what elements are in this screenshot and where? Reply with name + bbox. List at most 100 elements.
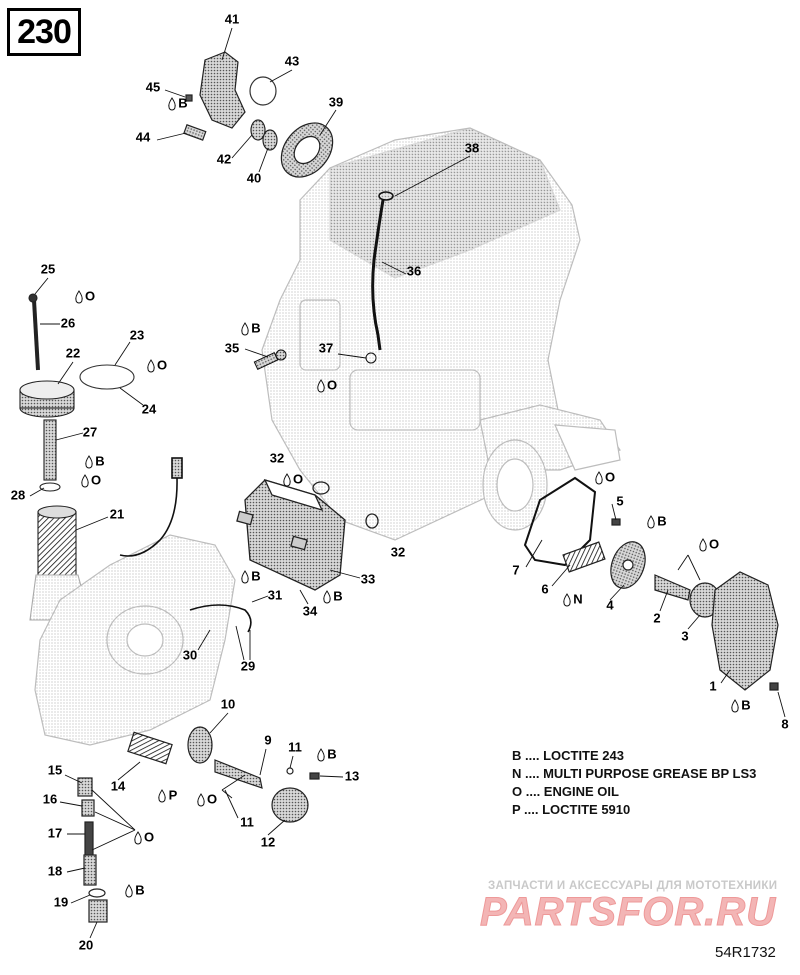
document-code: 54R1732: [715, 944, 776, 961]
droplet-icon: [134, 831, 142, 845]
svg-text:B: B: [333, 588, 342, 603]
leader-lines: [29, 27, 786, 939]
callout-31: 31: [268, 587, 282, 602]
callout-25: 25: [41, 261, 55, 276]
callout-42: 42: [217, 151, 231, 166]
callout-40: 40: [247, 170, 261, 185]
material-symbol-O: O: [317, 377, 337, 393]
watermark-logo: PARTSFOR.RU: [479, 890, 777, 935]
callout-33: 33: [361, 571, 375, 586]
svg-text:O: O: [157, 357, 167, 372]
callout-23: 23: [130, 327, 144, 342]
callout-39: 39: [329, 94, 343, 109]
callout-24: 24: [142, 401, 157, 416]
material-symbol-O: O: [81, 472, 101, 488]
droplet-icon: [158, 789, 166, 803]
droplet-icon: [241, 322, 249, 336]
droplet-icon: [81, 474, 89, 488]
droplet-icon: [168, 97, 176, 111]
oil-filter-stack: [19, 293, 135, 621]
sensor-cable: [119, 457, 252, 633]
callout-32: 32: [391, 544, 405, 559]
svg-text:N: N: [573, 591, 582, 606]
callout-6: 6: [541, 581, 548, 596]
callout-34: 34: [303, 603, 318, 618]
callout-8: 8: [781, 716, 788, 731]
material-legend: B .... LOCTITE 243 N .... MULTI PURPOSE …: [512, 747, 756, 819]
watermark-tagline: ЗАПЧАСТИ И АКСЕССУАРЫ ДЛЯ МОТОТЕХНИКИ: [488, 880, 778, 892]
svg-text:O: O: [144, 829, 154, 844]
oil-cooler: [236, 478, 379, 591]
callout-43: 43: [285, 53, 299, 68]
material-symbol-P: P: [158, 787, 178, 803]
page-number: 230: [7, 8, 81, 56]
callout-41: 41: [225, 11, 239, 26]
callout-28: 28: [11, 487, 25, 502]
material-symbol-O: O: [595, 469, 615, 484]
material-symbol-B: B: [323, 588, 343, 604]
callout-21: 21: [110, 506, 124, 521]
material-symbol-O: O: [699, 536, 719, 551]
callout-4: 4: [606, 597, 614, 612]
engine-block: [261, 127, 621, 541]
svg-text:O: O: [207, 791, 217, 806]
droplet-icon: [323, 590, 331, 604]
svg-text:B: B: [178, 95, 187, 110]
legend-row: N .... MULTI PURPOSE GREASE BP LS3: [512, 766, 757, 781]
callout-27: 27: [83, 424, 97, 439]
svg-text:O: O: [327, 377, 337, 392]
callout-17: 17: [48, 825, 62, 840]
water-pump-assembly: [523, 476, 779, 691]
svg-text:B: B: [135, 882, 144, 897]
svg-text:O: O: [605, 469, 615, 484]
callout-3: 3: [681, 628, 688, 643]
callout-5: 5: [616, 493, 623, 508]
material-symbol-B: B: [647, 513, 667, 528]
callout-2: 2: [653, 610, 660, 625]
svg-text:B: B: [95, 453, 104, 468]
droplet-icon: [563, 593, 571, 607]
callout-22: 22: [66, 345, 80, 360]
callout-11: 11: [240, 814, 254, 829]
crankcase-housing: [34, 534, 236, 746]
svg-text:O: O: [91, 472, 101, 487]
callout-1: 1: [709, 678, 716, 693]
material-symbol-O: O: [197, 791, 217, 807]
svg-text:B: B: [657, 513, 666, 528]
material-symbol-B: B: [168, 95, 188, 111]
droplet-icon: [283, 473, 291, 487]
droplet-icon: [317, 379, 325, 393]
material-symbol-B: B: [241, 568, 261, 584]
material-symbol-N: N: [563, 591, 583, 607]
callout-30: 30: [183, 647, 197, 662]
callout-38: 38: [465, 140, 479, 155]
svg-text:B: B: [251, 568, 260, 583]
callout-7: 7: [512, 562, 519, 577]
callout-13: 13: [345, 768, 359, 783]
droplet-icon: [241, 570, 249, 584]
callout-29: 29: [241, 658, 255, 673]
svg-text:O: O: [293, 471, 303, 486]
legend-row: P .... LOCTITE 5910: [512, 802, 631, 817]
droplet-icon: [197, 793, 205, 807]
material-symbol-O: O: [75, 288, 95, 303]
callout-45: 45: [146, 79, 160, 94]
callout-16: 16: [43, 791, 57, 806]
material-symbol-O: O: [147, 357, 167, 373]
svg-text:B: B: [741, 697, 750, 712]
droplet-icon: [147, 359, 155, 373]
material-symbol-B: B: [85, 453, 105, 468]
material-symbol-B: B: [125, 882, 145, 898]
callout-20: 20: [79, 937, 93, 952]
material-symbol-B: B: [731, 697, 751, 712]
material-symbol-O: O: [283, 471, 303, 487]
callout-35: 35: [225, 340, 239, 355]
legend-row: O .... ENGINE OIL: [512, 784, 619, 799]
material-symbol-B: B: [317, 746, 337, 761]
material-symbol-B: B: [241, 320, 261, 336]
droplet-icon: [125, 884, 133, 898]
svg-text:P: P: [169, 787, 178, 802]
